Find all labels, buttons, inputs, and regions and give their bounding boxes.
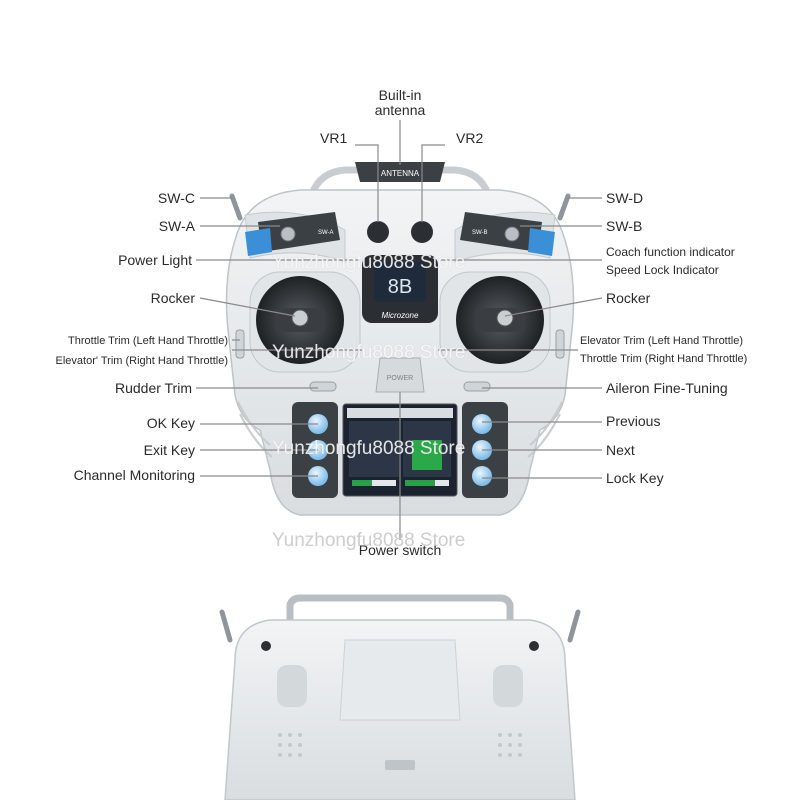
- label-throttle-trim-left: Throttle Trim (Left Hand Throttle): [68, 335, 228, 347]
- sw-b-toggle: [504, 226, 520, 242]
- label-aileron-fine-tuning: Aileron Fine-Tuning: [606, 380, 728, 396]
- label-rudder-trim: Rudder Trim: [114, 380, 192, 396]
- watermark-2: Yunzhongfu8088 Store: [272, 342, 466, 363]
- label-coach-indicator: Coach function indicator: [606, 245, 735, 259]
- vr2-knob: [411, 221, 433, 243]
- watermark-4: Yunzhongfu8088 Store: [272, 530, 466, 551]
- switch-panel-left: [258, 212, 340, 252]
- watermark-3: Yunzhongfu8088 Store: [272, 438, 466, 459]
- label-antenna-line2: antenna: [374, 102, 426, 118]
- label-ok-key: OK Key: [146, 415, 195, 431]
- label-power-switch: Power switch: [358, 542, 442, 558]
- label-rocker-left: Rocker: [150, 290, 195, 306]
- power-button: [375, 357, 425, 393]
- antenna-plate-label: ANTENNA: [381, 169, 420, 178]
- sw-c-lever: [229, 193, 243, 221]
- sw-a-tag: SW-A: [318, 230, 334, 236]
- label-throttle-trim-right: Throttle Trim (Right Hand Throttle): [580, 353, 748, 365]
- label-exit-key: Exit Key: [143, 442, 195, 458]
- label-sw-c: SW-C: [157, 190, 195, 206]
- sw-b-tag: SW-B: [472, 230, 488, 236]
- label-vr1: VR1: [320, 130, 348, 146]
- label-sw-d: SW-D: [606, 190, 644, 206]
- leader-lines: [196, 120, 603, 540]
- label-elevator-trim-right: Elevator' Trim (Right Hand Throttle): [55, 355, 228, 367]
- label-vr2: VR2: [456, 130, 484, 146]
- label-power-light: Power Light: [118, 252, 192, 268]
- label-sw-b: SW-B: [606, 218, 643, 234]
- label-lock-key: Lock Key: [606, 470, 664, 486]
- label-rocker-right: Rocker: [606, 290, 651, 306]
- back-vent-holes: [278, 733, 522, 757]
- label-channel-monitoring: Channel Monitoring: [73, 467, 195, 483]
- label-next: Next: [606, 442, 635, 458]
- brand-name: Microzone: [382, 311, 419, 320]
- switch-panel-right: [460, 212, 542, 252]
- watermark-1: Yunzhongfu8088 Store: [272, 252, 466, 273]
- sw-d-lever: [557, 193, 571, 221]
- label-antenna-line1: Built-in: [378, 87, 422, 103]
- lock-button: [472, 466, 492, 486]
- back-handle: [286, 594, 514, 660]
- previous-button: [472, 414, 492, 434]
- left-stick: [291, 309, 309, 327]
- rudder-trim-slot: [309, 381, 337, 392]
- label-elevator-trim-left: Elevator Trim (Left Hand Throttle): [580, 335, 744, 347]
- label-previous: Previous: [606, 413, 661, 429]
- sw-a-toggle: [280, 226, 296, 242]
- label-speed-lock-indicator: Speed Lock Indicator: [606, 263, 719, 277]
- power-button-label: POWER: [387, 375, 413, 382]
- vr1-knob: [367, 221, 389, 243]
- right-stick: [496, 309, 514, 327]
- label-sw-a: SW-A: [158, 218, 195, 234]
- aileron-trim-slot: [463, 381, 491, 392]
- model-number: 8B: [388, 276, 412, 298]
